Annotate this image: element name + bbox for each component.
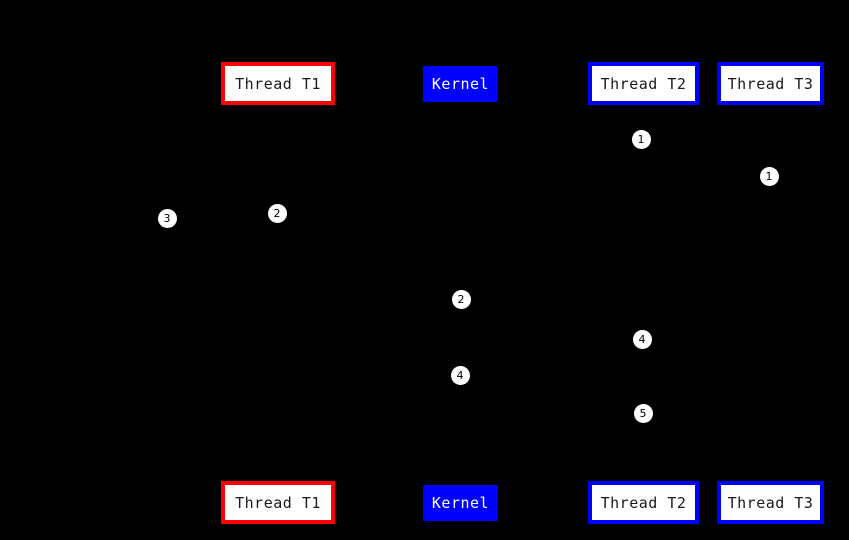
step-marker: 3 [157,208,177,228]
step-number: 3 [163,211,171,225]
step-marker: 1 [759,166,779,186]
step-number: 2 [273,206,281,220]
participant-kernel-bottom[interactable]: Kernel [423,485,498,521]
step-marker: 2 [451,289,471,309]
participant-label: Thread T3 [727,74,814,93]
participant-thread-t1-bottom[interactable]: Thread T1 [221,481,335,524]
step-marker: 2 [267,203,287,223]
step-number: 4 [456,368,464,382]
participant-label: Thread T2 [600,74,687,93]
participant-thread-t3-top[interactable]: Thread T3 [717,62,824,105]
participant-label: Thread T2 [600,493,687,512]
participant-label: Kernel [431,75,490,93]
step-number: 5 [639,406,647,420]
step-marker: 4 [450,365,470,385]
step-number: 2 [457,292,465,306]
step-marker: 5 [633,403,653,423]
lifeline-thread-t3 [770,105,771,481]
participant-thread-t3-bottom[interactable]: Thread T3 [717,481,824,524]
participant-label: Thread T3 [727,493,814,512]
lifeline-thread-t2 [643,105,644,481]
participant-label: Thread T1 [235,74,321,93]
step-number: 1 [765,169,773,183]
lifeline-thread-t1 [277,105,278,481]
participant-thread-t1-top[interactable]: Thread T1 [221,62,335,105]
step-number: 1 [637,132,645,146]
participant-label: Kernel [431,494,490,512]
step-number: 4 [638,332,646,346]
participant-label: Thread T1 [235,493,321,512]
participant-kernel-top[interactable]: Kernel [423,66,498,102]
participant-thread-t2-bottom[interactable]: Thread T2 [588,481,699,524]
step-marker: 4 [632,329,652,349]
participant-thread-t2-top[interactable]: Thread T2 [588,62,699,105]
step-marker: 1 [631,129,651,149]
